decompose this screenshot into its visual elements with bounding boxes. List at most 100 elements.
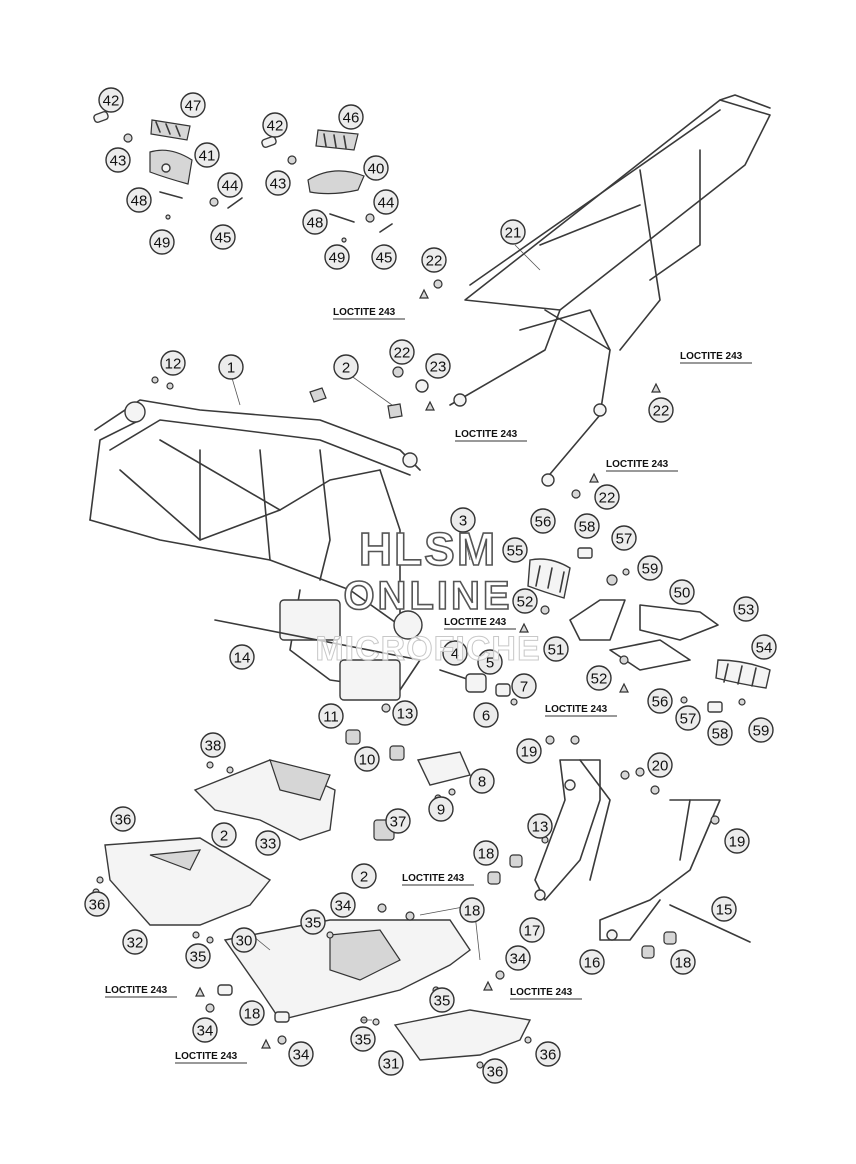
- callout-number: 51: [548, 642, 565, 659]
- callout-number: 48: [131, 193, 148, 210]
- callout-number: 36: [89, 897, 106, 914]
- callout-48: 48: [302, 209, 328, 235]
- callout-number: 18: [464, 903, 481, 920]
- callout-circle: [527, 813, 553, 839]
- callout-13: 13: [392, 700, 418, 726]
- callout-circle: [535, 1041, 561, 1067]
- main-frame: [89, 399, 423, 701]
- callout-circle: [333, 354, 359, 380]
- callout-number: 3: [459, 513, 467, 530]
- callout-circle: [505, 945, 531, 971]
- callout-circle: [318, 703, 344, 729]
- callout-circle: [122, 929, 148, 955]
- callout-circle: [473, 840, 499, 866]
- loctite-label: LOCTITE 243: [455, 429, 527, 442]
- callout-45: 45: [371, 244, 397, 270]
- callout-56: 56: [530, 508, 556, 534]
- callout-number: 49: [154, 235, 171, 252]
- callout-circle: [231, 927, 257, 953]
- callout-circle: [469, 768, 495, 794]
- callout-number: 17: [524, 923, 541, 940]
- callout-number: 22: [426, 253, 443, 270]
- callout-number: 35: [190, 949, 207, 966]
- callout-circle: [711, 896, 737, 922]
- callout-10: 10: [354, 746, 380, 772]
- callout-2: 2: [211, 822, 237, 848]
- callout-number: 33: [260, 836, 277, 853]
- loctite-label: LOCTITE 243: [545, 704, 617, 717]
- callout-circle: [724, 828, 750, 854]
- callout-number: 59: [642, 561, 659, 578]
- callout-circle: [239, 1000, 265, 1026]
- callout-number: 15: [716, 902, 733, 919]
- callout-22: 22: [389, 339, 415, 365]
- callout-number: 2: [220, 828, 228, 845]
- callout-49: 49: [149, 229, 175, 255]
- callout-circle: [149, 229, 175, 255]
- callout-2: 2: [333, 354, 359, 380]
- callout-circle: [126, 187, 152, 213]
- callout-number: 42: [103, 93, 120, 110]
- loctite-text: LOCTITE 243: [606, 459, 669, 470]
- callout-number: 35: [355, 1032, 372, 1049]
- callout-number: 2: [360, 869, 368, 886]
- callout-circle: [512, 588, 538, 614]
- callout-35: 35: [429, 987, 455, 1013]
- callout-circle: [530, 508, 556, 534]
- callout-34: 34: [330, 892, 356, 918]
- callout-45: 45: [210, 224, 236, 250]
- callout-circle: [105, 147, 131, 173]
- callout-2: 2: [351, 863, 377, 889]
- callout-number: 34: [293, 1047, 310, 1064]
- callout-circle: [210, 224, 236, 250]
- loctite-text: LOCTITE 243: [402, 873, 465, 884]
- callout-number: 34: [510, 951, 527, 968]
- callout-number: 52: [591, 671, 608, 688]
- callout-58: 58: [707, 720, 733, 746]
- callout-circle: [670, 949, 696, 975]
- callout-number: 21: [505, 225, 522, 242]
- callout-number: 19: [729, 834, 746, 851]
- loctite-label: LOCTITE 243: [680, 351, 752, 364]
- callout-57: 57: [675, 705, 701, 731]
- callout-number: 56: [535, 514, 552, 531]
- callout-number: 45: [376, 250, 393, 267]
- callout-number: 18: [478, 846, 495, 863]
- callout-number: 58: [712, 726, 729, 743]
- loctite-label: LOCTITE 243: [333, 307, 405, 320]
- callout-18: 18: [473, 840, 499, 866]
- callout-circle: [98, 87, 124, 113]
- callout-number: 13: [532, 819, 549, 836]
- callout-number: 40: [368, 161, 385, 178]
- callout-number: 20: [652, 758, 669, 775]
- callout-circle: [229, 644, 255, 670]
- callout-number: 31: [383, 1056, 400, 1073]
- callout-circle: [647, 688, 673, 714]
- callout-14: 14: [229, 644, 255, 670]
- footpeg-left-group: [93, 110, 243, 220]
- callout-circle: [385, 808, 411, 834]
- callout-circle: [110, 806, 136, 832]
- callout-circle: [543, 636, 569, 662]
- callout-36: 36: [84, 891, 110, 917]
- callout-22: 22: [594, 484, 620, 510]
- callout-22: 22: [648, 397, 674, 423]
- callout-35: 35: [185, 943, 211, 969]
- callout-8: 8: [469, 768, 495, 794]
- callout-42: 42: [98, 87, 124, 113]
- callout-number: 55: [507, 543, 524, 560]
- callout-36: 36: [110, 806, 136, 832]
- callout-circle: [669, 579, 695, 605]
- callout-circle: [84, 891, 110, 917]
- callout-circle: [255, 830, 281, 856]
- callout-56: 56: [647, 688, 673, 714]
- callout-circle: [262, 112, 288, 138]
- callout-23: 23: [425, 353, 451, 379]
- rear-brackets: [487, 735, 751, 959]
- callout-number: 2: [342, 360, 350, 377]
- callout-circle: [511, 673, 537, 699]
- callout-30: 30: [231, 927, 257, 953]
- callout-20: 20: [647, 752, 673, 778]
- callout-number: 58: [579, 519, 596, 536]
- callout-18: 18: [239, 1000, 265, 1026]
